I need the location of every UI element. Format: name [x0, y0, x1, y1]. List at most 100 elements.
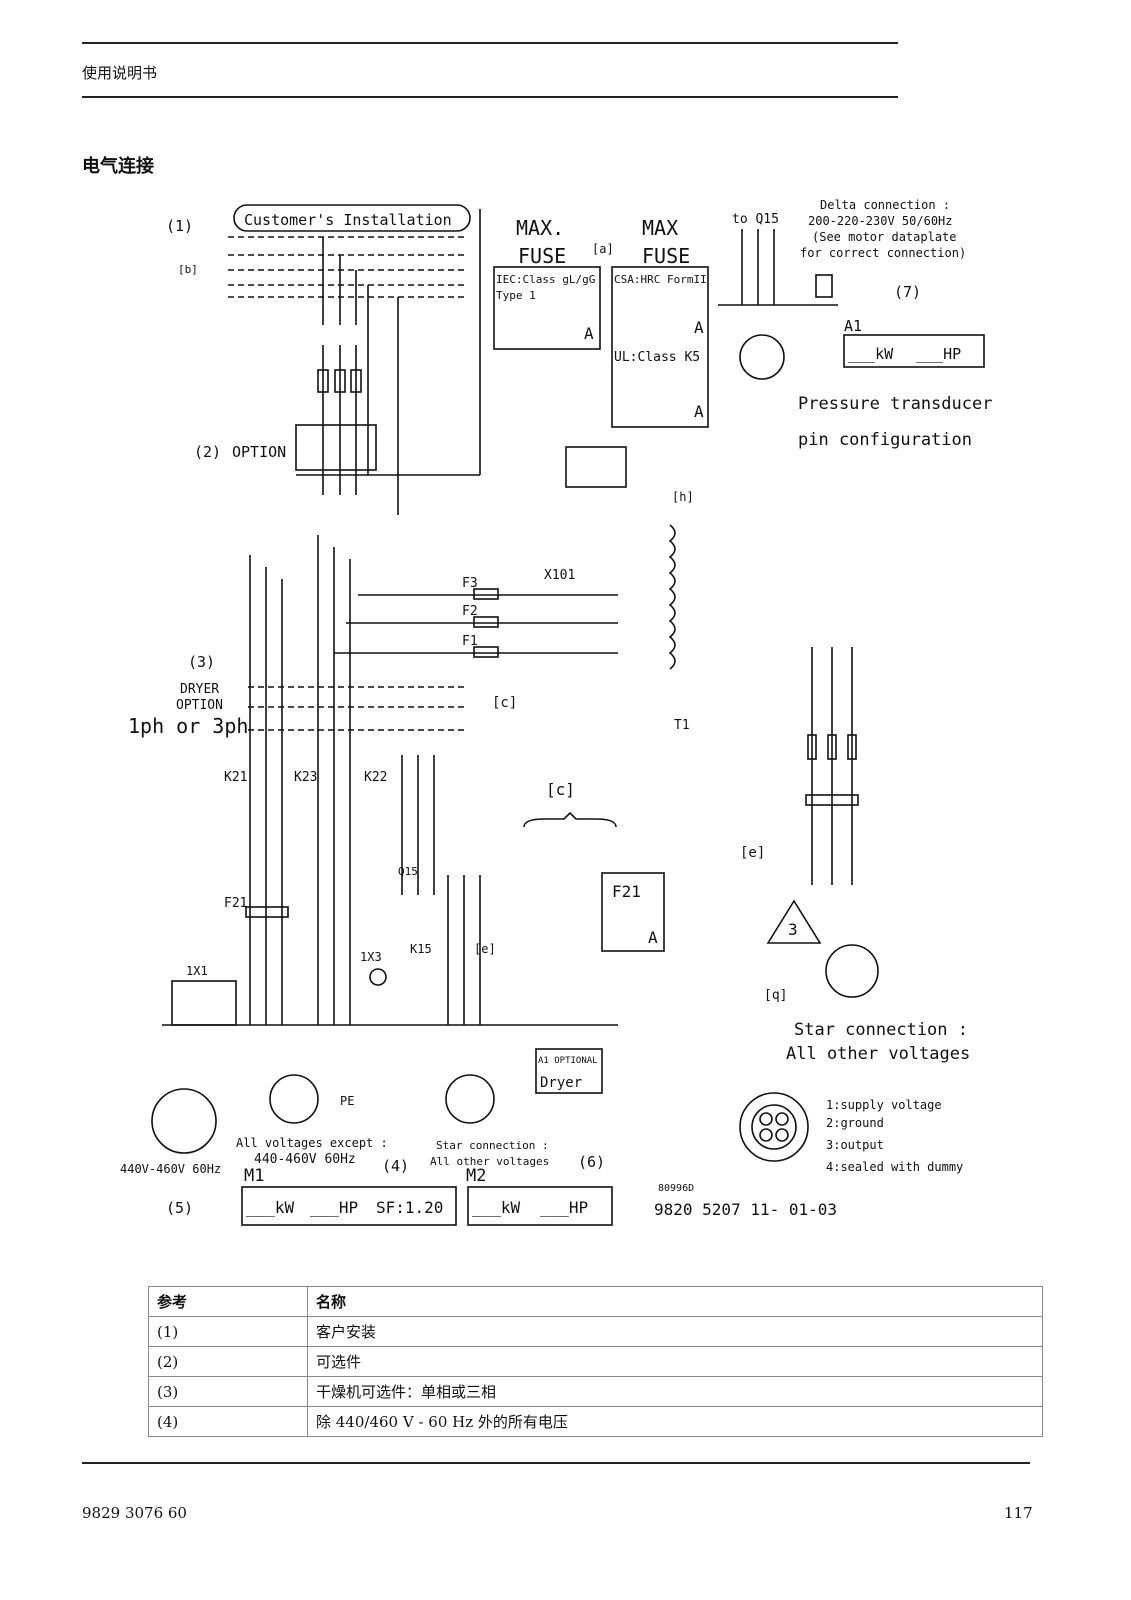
ref2-label: (2) [194, 443, 221, 461]
m1-kw: ___kW [246, 1198, 295, 1217]
v440-label: 440V-460V 60Hz [120, 1162, 221, 1176]
legend-header-name: 名称 [307, 1286, 1043, 1317]
iec-fuse-box [493, 266, 601, 350]
bracket-e-1: [e] [474, 942, 496, 956]
ul-amp: A [694, 402, 704, 421]
legend-name: 除 440/460 V - 60 Hz 外的所有电压 [307, 1406, 1043, 1437]
drawing-number: 80996D [658, 1183, 694, 1194]
onex3-label: 1X3 [360, 950, 382, 964]
t1-label: T1 [674, 718, 690, 733]
max-fuse-2: MAX [642, 216, 678, 240]
ref3-label: (3) [188, 653, 215, 671]
ref7-label: (7) [894, 283, 921, 301]
bracket-c-2: [c] [546, 780, 575, 799]
bracket-q: [q] [764, 988, 787, 1003]
warning-triangle [766, 899, 822, 944]
all-except-2: 440-460V 60Hz [254, 1152, 356, 1167]
max-fuse-1b: FUSE [518, 244, 566, 268]
delta-4: for correct connection) [800, 246, 966, 260]
header-rule-bottom [82, 96, 898, 98]
document-reference: 9820 5207 11- 01-03 [654, 1200, 837, 1219]
k15-label: K15 [410, 942, 432, 956]
footer-page-number: 117 [1004, 1504, 1033, 1522]
dryer-label: DRYER [180, 682, 219, 697]
supply-4: 4:sealed with dummy [826, 1160, 963, 1174]
star-1: Star connection : [794, 1020, 968, 1040]
bracket-e-2: [e] [740, 845, 765, 861]
ref4-label: (4) [382, 1157, 409, 1175]
iec-class: IEC:Class gL/gG [496, 273, 595, 286]
dryer-feed [248, 686, 468, 731]
pressure-2: pin configuration [798, 430, 972, 450]
ref5-label: (5) [166, 1199, 193, 1217]
m2-motor [445, 1074, 495, 1124]
legend-table: 参考 名称 (1) 客户安装 (2) 可选件 (3) 干燥机可选件：单相或三相 … [148, 1286, 1043, 1437]
iec-amp: A [584, 324, 594, 343]
pressure-1: Pressure transducer [798, 394, 992, 414]
m2-kw: ___kW [472, 1198, 521, 1217]
m1-hp: ___HP [310, 1198, 358, 1217]
wiring-diagram: (1) Customer's Installation (2) OPTION [… [120, 198, 992, 1226]
customer-installation-label: Customer's Installation [244, 211, 452, 229]
star-small-2: All other voltages [430, 1155, 549, 1168]
supply-3: 3:output [826, 1138, 884, 1152]
m1-motor-small [269, 1074, 319, 1124]
table-row: (3) 干燥机可选件：单相或三相 [148, 1376, 1043, 1407]
a1-label: A1 [844, 317, 862, 335]
ref6-label: (6) [578, 1153, 605, 1171]
delta-motor-m2 [718, 229, 838, 380]
f21-box-label: F21 [612, 882, 641, 901]
m1-rating-label: M1 [244, 1166, 264, 1186]
max-fuse-2b: FUSE [642, 244, 690, 268]
legend-ref: (2) [148, 1346, 308, 1377]
k23-label: K23 [294, 770, 317, 785]
delta-2: 200-220-230V 50/60Hz [808, 214, 953, 228]
legend-ref: (1) [148, 1316, 308, 1347]
csa-fuse-box [611, 266, 709, 428]
star-small-1: Star connection : [436, 1139, 549, 1152]
ul-class: UL:Class K5 [614, 350, 700, 365]
table-row: (1) 客户安装 [148, 1316, 1043, 1347]
bracket-h: [h] [672, 490, 694, 504]
delta-3: (See motor dataplate [812, 230, 957, 244]
bracket-a: [a] [592, 242, 614, 256]
dryer-box [535, 1048, 603, 1094]
legend-name: 客户安装 [307, 1316, 1043, 1347]
header-rule-top [82, 42, 898, 44]
supply-1: 1:supply voltage [826, 1098, 942, 1112]
warning-number: 3 [788, 920, 798, 939]
pe-label: PE [340, 1094, 354, 1108]
x101-label: X101 [544, 568, 575, 583]
ref1-label: (1) [166, 217, 193, 235]
supply-2: 2:ground [826, 1116, 884, 1130]
transformer-coil [668, 524, 676, 670]
power-conductors [249, 535, 481, 1025]
m2-rating-box [467, 1186, 613, 1226]
q15-label: Q15 [398, 865, 418, 878]
csa-class: CSA:HRC FormII [614, 273, 707, 286]
f3-label: F3 [462, 576, 478, 591]
onex1-label-1: 1X1 [186, 964, 208, 978]
footer-rule [82, 1462, 1030, 1464]
f21-label: F21 [224, 896, 247, 911]
f21-box [601, 872, 665, 952]
csa-amp: A [694, 318, 704, 337]
m1-motor-large [151, 1088, 217, 1154]
m2-rating-label: M2 [466, 1166, 486, 1186]
f21-overload [245, 906, 289, 918]
section-title: 电气连接 [82, 156, 154, 177]
option-label: OPTION [232, 443, 286, 461]
legend-header-row: 参考 名称 [148, 1286, 1043, 1317]
control-fuses [334, 588, 618, 658]
a1-kw: ___kW [848, 345, 894, 363]
all-except-1: All voltages except : [236, 1136, 388, 1150]
header-title: 使用说明书 [82, 64, 158, 82]
phase-label: 1ph or 3ph [128, 714, 248, 738]
customer-installation-box [233, 204, 471, 232]
main-fuse-conductors [295, 237, 399, 515]
legend-ref: (4) [148, 1406, 308, 1437]
type1: Type 1 [496, 289, 536, 302]
k25-relay [565, 446, 627, 488]
star-motor-supply [805, 647, 879, 998]
legend-name: 干燥机可选件：单相或三相 [307, 1376, 1043, 1407]
